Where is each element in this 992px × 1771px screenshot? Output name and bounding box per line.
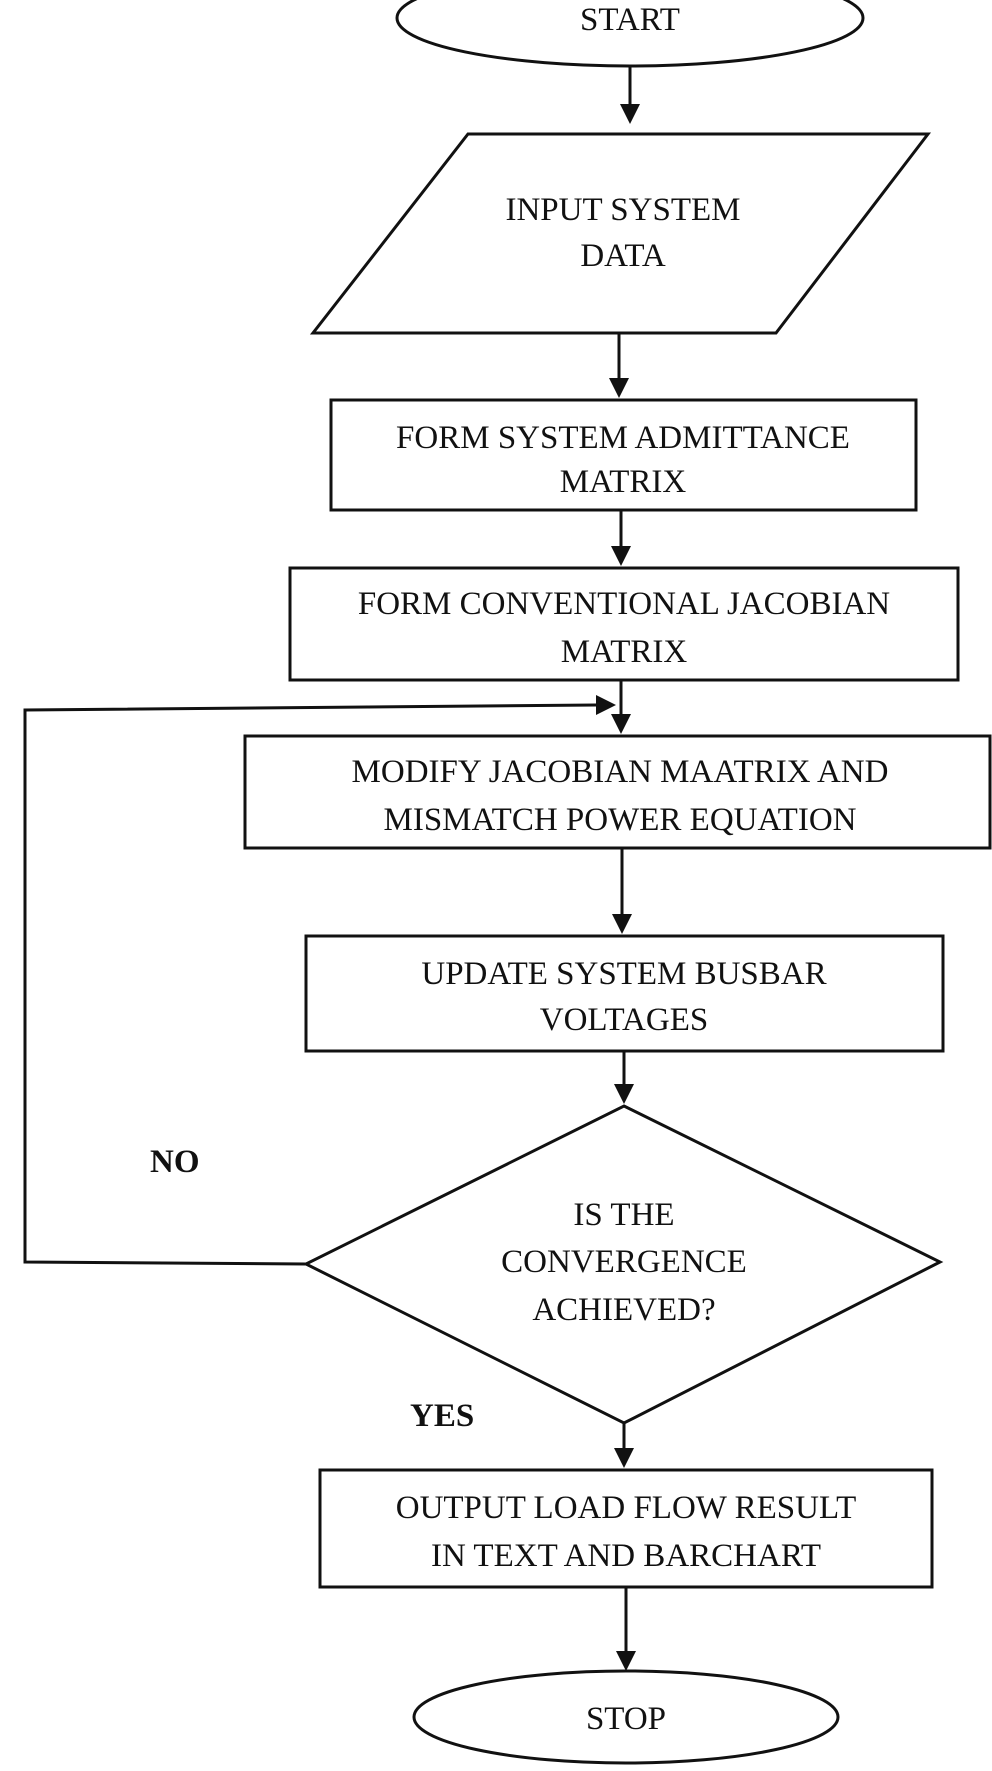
no-edge-label: NO	[150, 1144, 200, 1180]
output-label-line1: OUTPUT LOAD FLOW RESULT	[396, 1490, 857, 1526]
admittance-label-line1: FORM SYSTEM ADMITTANCE	[396, 420, 850, 456]
start-node: START	[395, 0, 865, 68]
jacobian-label-line2: MATRIX	[561, 634, 688, 670]
arrow-output-to-stop	[616, 1587, 636, 1671]
arrow-input-to-admittance	[609, 333, 629, 398]
arrow-no-loop-back	[23, 695, 616, 1266]
output-label-line2: IN TEXT AND BARCHART	[431, 1538, 821, 1574]
arrow-update-to-decision	[614, 1051, 634, 1104]
arrow-start-to-input	[620, 66, 640, 124]
modify-label-line2: MISMATCH POWER EQUATION	[383, 802, 856, 838]
arrow-admittance-to-jacobian	[611, 510, 631, 566]
modify-jacobian-node: MODIFY JACOBIAN MAATRIX AND MISMATCH POW…	[243, 734, 992, 850]
stop-node: STOP	[412, 1669, 840, 1765]
input-label-line2: DATA	[580, 238, 666, 274]
modify-label-line1: MODIFY JACOBIAN MAATRIX AND	[352, 754, 889, 790]
convergence-decision-node: IS THE CONVERGENCE ACHIEVED?	[302, 1104, 944, 1425]
jacobian-matrix-node: FORM CONVENTIONAL JACOBIAN MATRIX	[288, 566, 960, 682]
stop-label: STOP	[586, 1701, 666, 1737]
decision-label-line2: CONVERGENCE	[501, 1244, 747, 1280]
update-label-line1: UPDATE SYSTEM BUSBAR	[421, 956, 826, 992]
arrow-modify-to-update	[612, 848, 632, 934]
arrow-yes-to-output	[614, 1423, 634, 1468]
output-result-node: OUTPUT LOAD FLOW RESULT IN TEXT AND BARC…	[318, 1468, 934, 1589]
update-label-line2: VOLTAGES	[540, 1002, 708, 1038]
arrow-jacobian-to-modify	[611, 680, 631, 734]
decision-label-line1: IS THE	[573, 1197, 674, 1233]
input-data-node: INPUT SYSTEM DATA	[309, 132, 932, 335]
jacobian-label-line1: FORM CONVENTIONAL JACOBIAN	[358, 586, 890, 622]
decision-label-line3: ACHIEVED?	[532, 1292, 715, 1328]
update-voltages-node: UPDATE SYSTEM BUSBAR VOLTAGES	[304, 934, 945, 1053]
admittance-label-line2: MATRIX	[560, 464, 687, 500]
yes-edge-label: YES	[410, 1398, 474, 1434]
admittance-matrix-node: FORM SYSTEM ADMITTANCE MATRIX	[329, 398, 918, 512]
input-label-line1: INPUT SYSTEM	[505, 192, 740, 228]
start-label: START	[580, 2, 680, 38]
